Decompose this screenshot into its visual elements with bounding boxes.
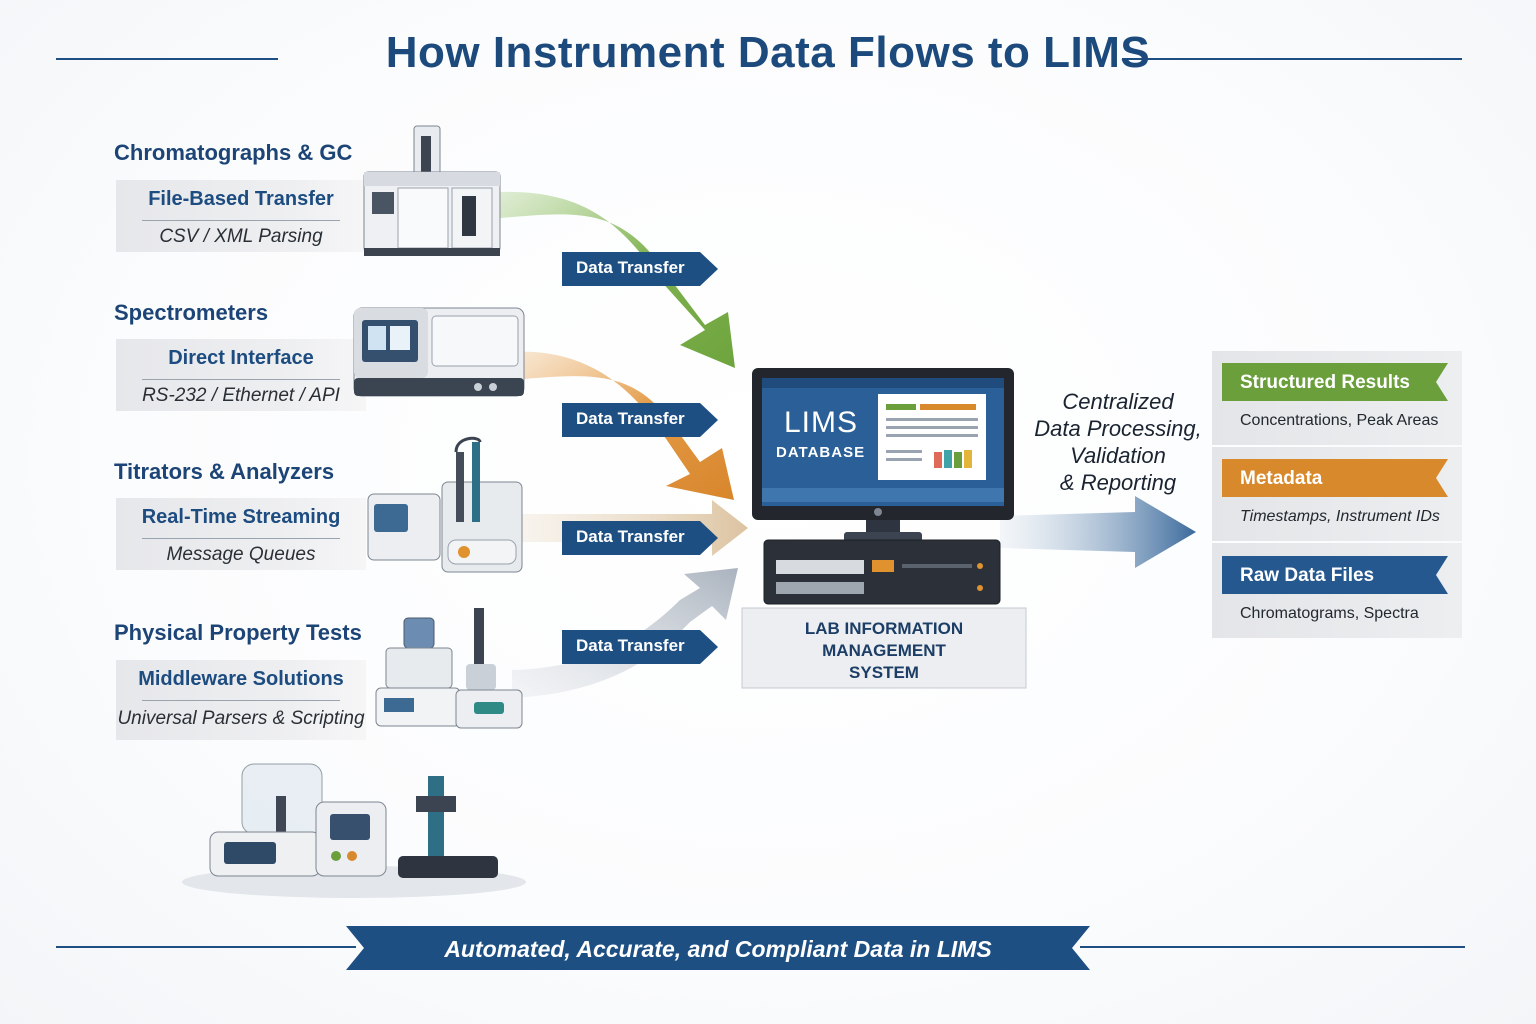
data-transfer-tag-2: Data Transfer — [562, 403, 718, 437]
footer-rule-right — [1080, 946, 1465, 948]
output-tag — [1222, 556, 1448, 594]
source-divider — [142, 379, 340, 380]
output-box-raw-data: Raw Data Files Chromatograms, Spectra — [1212, 543, 1462, 638]
processing-caption: Centralized Data Processing, Validation … — [1028, 388, 1208, 496]
title-rule-right — [1122, 58, 1462, 60]
footer-rule-left — [56, 946, 356, 948]
source-box-physical-tests: Middleware Solutions Universal Parsers &… — [116, 660, 366, 740]
output-detail: Chromatograms, Spectra — [1240, 605, 1419, 622]
footer-tagline: Automated, Accurate, and Compliant Data … — [444, 936, 992, 962]
lab-balance-group-icon — [182, 763, 526, 898]
lims-screen-title: LIMS — [784, 406, 859, 439]
lims-screen-subtitle: DATABASE — [776, 444, 866, 461]
output-tag — [1222, 363, 1448, 401]
source-divider — [142, 220, 340, 221]
source-method: Real-Time Streaming — [141, 506, 341, 528]
arrow-output — [1000, 496, 1196, 568]
source-heading-titrators: Titrators & Analyzers — [114, 459, 335, 484]
output-detail: Timestamps, Instrument IDs — [1240, 508, 1440, 525]
caption-line: Validation — [1070, 443, 1166, 468]
source-heading-spectrometers: Spectrometers — [114, 300, 269, 325]
titrator-icon — [367, 436, 523, 573]
output-label: Structured Results — [1240, 372, 1410, 393]
output-label: Raw Data Files — [1240, 565, 1375, 586]
source-heading-physical-tests: Physical Property Tests — [114, 620, 362, 645]
lims-system-label: LAB INFORMATION MANAGEMENT SYSTEM — [742, 618, 1026, 684]
caption-line: & Reporting — [1059, 470, 1177, 495]
data-transfer-tag-3: Data Transfer — [562, 521, 718, 555]
source-method: File-Based Transfer — [148, 188, 334, 210]
source-box-spectrometers: Direct Interface RS-232 / Ethernet / API — [116, 339, 366, 411]
title-rule-left — [56, 58, 278, 60]
arrow-gray — [512, 568, 738, 698]
system-label-line: MANAGEMENT — [822, 641, 946, 660]
source-detail: CSV / XML Parsing — [159, 226, 323, 247]
source-divider — [142, 700, 340, 701]
page-title: How Instrument Data Flows to LIMS — [385, 28, 1151, 77]
physical-tester-icon — [375, 608, 523, 729]
source-heading-chromatographs: Chromatographs & GC — [114, 140, 353, 165]
source-method: Middleware Solutions — [138, 668, 344, 690]
source-method: Direct Interface — [168, 347, 314, 369]
data-transfer-label: Data Transfer — [576, 636, 685, 655]
output-detail: Concentrations, Peak Areas — [1240, 412, 1439, 429]
server-rack-icon — [741, 539, 1027, 689]
data-transfer-label: Data Transfer — [576, 409, 685, 428]
system-label-line: SYSTEM — [849, 663, 919, 682]
data-transfer-tag-4: Data Transfer — [562, 630, 718, 664]
footer-ribbon — [346, 926, 1090, 970]
source-box-chromatographs: File-Based Transfer CSV / XML Parsing — [116, 180, 366, 252]
arrow-orange — [510, 351, 734, 500]
output-box-metadata: Metadata Timestamps, Instrument IDs — [1212, 447, 1462, 541]
data-transfer-label: Data Transfer — [576, 527, 685, 546]
monitor-icon — [752, 368, 1014, 542]
source-detail: RS-232 / Ethernet / API — [142, 385, 340, 406]
caption-line: Centralized — [1062, 389, 1174, 414]
output-label: Metadata — [1240, 468, 1323, 489]
source-detail: Message Queues — [166, 544, 316, 565]
gas-chromatograph-icon — [363, 125, 501, 256]
output-box-structured-results: Structured Results Concentrations, Peak … — [1212, 351, 1462, 445]
source-detail: Universal Parsers & Scripting — [117, 708, 365, 729]
data-transfer-label: Data Transfer — [576, 258, 685, 277]
system-label-line: LAB INFORMATION — [804, 619, 964, 638]
spectrometer-icon — [353, 307, 525, 397]
source-box-titrators: Real-Time Streaming Message Queues — [116, 498, 366, 570]
source-divider — [142, 538, 340, 539]
data-transfer-tag-1: Data Transfer — [562, 252, 718, 286]
arrow-green — [500, 191, 735, 368]
caption-line: Data Processing, — [1034, 416, 1202, 441]
output-tag — [1222, 459, 1448, 497]
